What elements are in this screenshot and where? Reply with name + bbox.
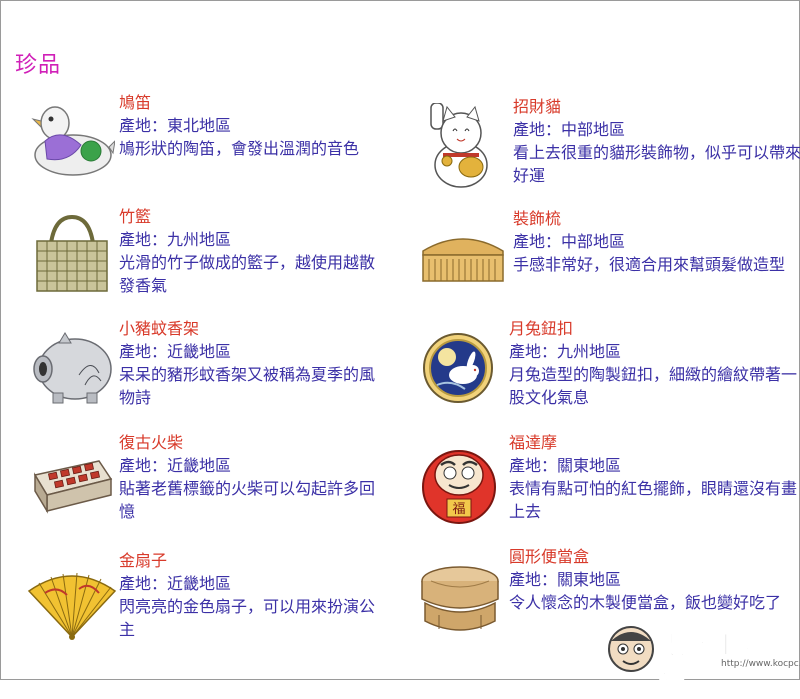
mascot-logo-icon — [605, 623, 657, 673]
item-desc: 呆呆的豬形蚊香架又被稱為夏季的風物詩 — [119, 365, 376, 407]
item-desc: 手感非常好，很適合用來幫頭髮做造型 — [513, 255, 786, 274]
bird-whistle-icon — [29, 97, 115, 179]
item-desc: 閃亮亮的金色扇子，可以用來扮演公主 — [119, 597, 376, 639]
watermark-url: http://www.kocpc.com.tw — [721, 659, 800, 669]
item-name: 小豬蚊香架 — [119, 319, 200, 338]
item-origin: 產地：東北地區 — [119, 116, 232, 135]
item-origin: 產地：近畿地區 — [119, 574, 232, 593]
item-desc: 貼著老舊標籤的火柴可以勾起許多回憶 — [119, 479, 376, 521]
rabbit-button-icon — [421, 331, 495, 405]
item-desc: 鳩形狀的陶笛，會發出溫潤的音色 — [119, 139, 360, 158]
item-name: 金扇子 — [119, 551, 168, 570]
item-name: 竹籃 — [119, 207, 152, 226]
item-origin: 產地：九州地區 — [119, 230, 232, 249]
item-name: 福達摩 — [509, 433, 558, 452]
item-name: 月兔鈕扣 — [509, 319, 574, 338]
item-name: 復古火柴 — [119, 433, 184, 452]
item-desc: 光滑的竹子做成的籃子，越使用越散發香氣 — [119, 253, 376, 295]
item-desc: 令人懷念的木製便當盒，飯也變好吃了 — [509, 593, 782, 612]
item-origin: 產地：關東地區 — [509, 456, 622, 475]
item-name: 招財貓 — [513, 97, 562, 116]
item-desc: 月兔造型的陶製鈕扣，細緻的繪紋帶著一股文化氣息 — [509, 365, 798, 407]
pig-incense-holder-icon — [29, 329, 115, 411]
item-origin: 產地：中部地區 — [513, 232, 626, 251]
item-name: 圓形便當盒 — [509, 547, 590, 566]
item-name: 裝飾梳 — [513, 209, 562, 228]
comb-icon — [419, 225, 507, 285]
bamboo-basket-icon — [29, 213, 115, 295]
daruma-icon: 福 — [419, 441, 499, 525]
site-watermark: 電腦王阿達 http://www.kocpc.com.tw — [601, 621, 800, 699]
item-desc: 看上去很重的貓形裝飾物，似乎可以帶來好運 — [513, 143, 800, 185]
item-name: 鳩笛 — [119, 93, 152, 112]
item-desc: 表情有點可怕的紅色擺飾，眼睛還沒有畫上去 — [509, 479, 798, 521]
item-origin: 產地：近畿地區 — [119, 342, 232, 361]
bento-box-icon — [417, 559, 503, 637]
section-title: 珍品 — [15, 53, 62, 78]
item-origin: 產地：關東地區 — [509, 570, 622, 589]
item-origin: 產地：近畿地區 — [119, 456, 232, 475]
matchbox-icon — [29, 445, 115, 527]
lucky-cat-icon — [421, 103, 501, 189]
golden-fan-icon — [27, 567, 117, 645]
item-origin: 產地：九州地區 — [509, 342, 622, 361]
item-origin: 產地：中部地區 — [513, 120, 626, 139]
svg-text:福: 福 — [452, 502, 465, 517]
